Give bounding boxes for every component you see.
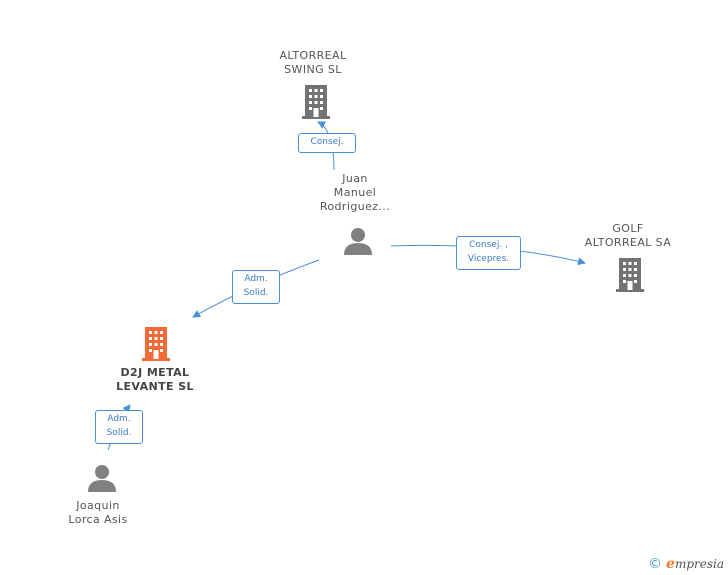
company-name-line: SWING SL xyxy=(284,63,342,76)
brand-initial: e xyxy=(666,556,675,572)
role-badge-juan-d2j[interactable]: Adm. Solid. xyxy=(232,270,280,304)
company-label-d2j-metal[interactable]: D2J METAL LEVANTE SL xyxy=(105,366,205,394)
role-text: Consej. xyxy=(310,137,344,147)
company-label-altorreal-swing[interactable]: ALTORREAL SWING SL xyxy=(263,49,363,77)
company-name-line: ALTORREAL SA xyxy=(584,236,672,249)
role-text: Vicepres. xyxy=(467,254,510,264)
person-name-line: Joaquin xyxy=(76,499,120,512)
company-label-golf-altorreal[interactable]: GOLF ALTORREAL SA xyxy=(578,222,678,250)
company-name-line: GOLF xyxy=(612,222,644,235)
person-name-line: Lorca Asis xyxy=(68,513,128,526)
role-badge-juan-swing[interactable]: Consej. xyxy=(298,133,356,153)
person-name-line: Manuel xyxy=(333,186,377,199)
copyright-icon: © xyxy=(648,556,663,572)
role-text: Consej. , xyxy=(469,240,508,250)
person-label-juan-manuel[interactable]: Juan Manuel Rodriguez... xyxy=(305,172,405,214)
person-icon[interactable] xyxy=(342,226,374,256)
role-text: Solid. xyxy=(106,428,132,438)
building-icon[interactable] xyxy=(614,257,646,293)
role-badge-joaquin-d2j[interactable]: Adm. Solid. xyxy=(95,410,143,444)
person-label-joaquin[interactable]: Joaquin Lorca Asis xyxy=(48,499,148,527)
building-icon[interactable] xyxy=(140,326,172,362)
brand-name: mpresia xyxy=(674,557,724,571)
person-name-line: Rodriguez... xyxy=(319,200,391,213)
role-text: Solid. xyxy=(243,288,269,298)
company-name-line: ALTORREAL xyxy=(279,49,347,62)
brand-logo[interactable]: empresia xyxy=(666,556,724,572)
company-name-line: LEVANTE SL xyxy=(116,380,194,393)
building-icon[interactable] xyxy=(300,84,332,120)
person-icon[interactable] xyxy=(86,463,118,493)
footer-brand: © empresia xyxy=(648,556,724,572)
role-text: Adm. xyxy=(107,414,131,424)
company-name-line: D2J METAL xyxy=(120,366,190,379)
role-text: Adm. xyxy=(244,274,268,284)
person-name-line: Juan xyxy=(342,172,368,185)
role-badge-juan-golf[interactable]: Consej. , Vicepres. xyxy=(456,236,521,270)
